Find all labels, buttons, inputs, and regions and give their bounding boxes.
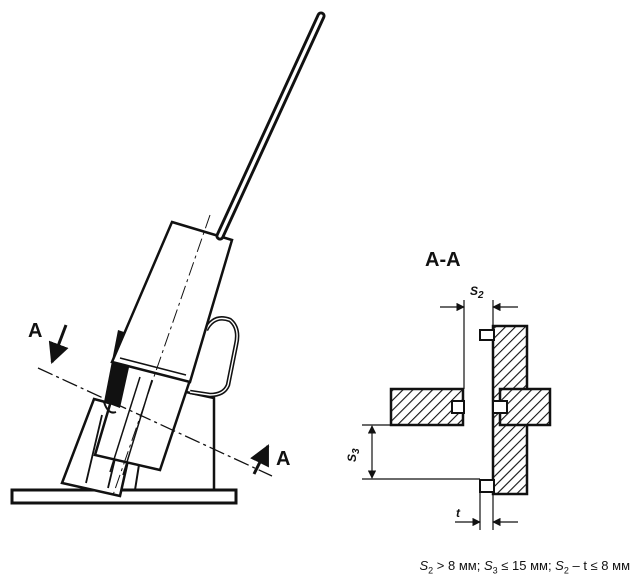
rod: [215, 11, 326, 241]
horizontal-plate-left: [389, 387, 465, 427]
dimension-t: t: [455, 492, 518, 530]
handle: [189, 316, 240, 398]
section-arrow-right: A: [250, 444, 290, 475]
base-plate: [10, 488, 238, 505]
dimension-s2: S2: [440, 284, 518, 389]
section-mark-right: A: [276, 448, 290, 470]
axis-centerlines: [37, 214, 273, 499]
section-mark-left: A: [28, 320, 42, 342]
dim-s3-label: S3: [345, 448, 362, 462]
section-arrow-left: A: [28, 320, 69, 364]
dim-t-label: t: [456, 506, 461, 520]
caption: S2 > 8 мм; S3 ≤ 15 мм; S2 – t ≤ 8 мм: [419, 558, 631, 576]
horizontal-plate-right: [492, 387, 552, 427]
dim-s2-label: S2: [470, 284, 484, 301]
main-body: [110, 220, 234, 384]
dimension-s3: S3: [345, 424, 480, 480]
section-title: A-A: [425, 249, 461, 271]
